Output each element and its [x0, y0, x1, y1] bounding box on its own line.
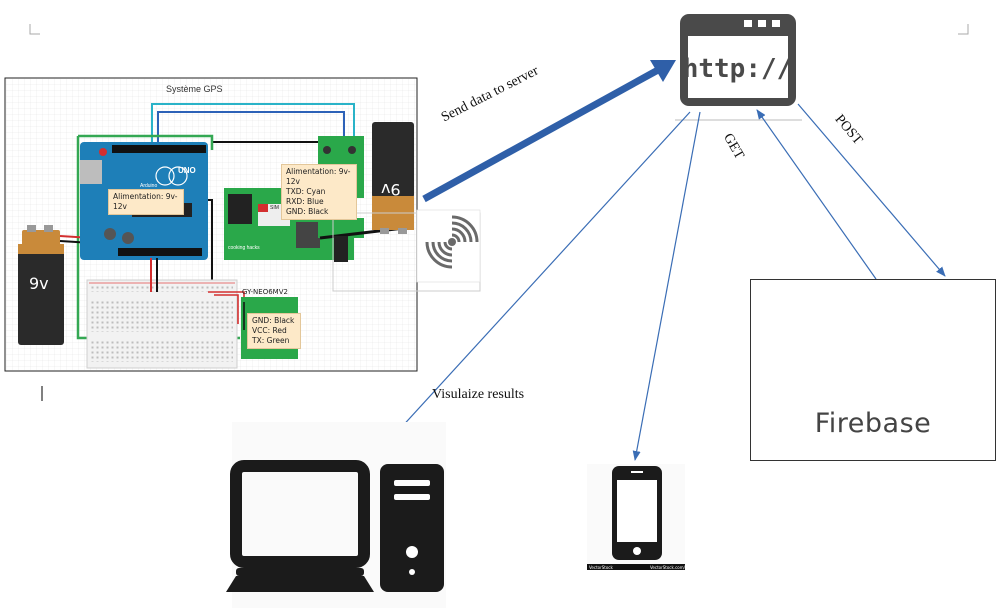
page-corner-marks [29, 24, 969, 35]
circuit-title: Système GPS [166, 84, 223, 94]
gps-note: GND: Black VCC: Red TX: Green [247, 313, 301, 349]
battery-left-label: 9v [29, 274, 49, 293]
sim-label: SIM [270, 205, 279, 211]
arrow-get [756, 109, 877, 280]
gsm-brand-label: cooking hacks [228, 245, 260, 251]
arduino-power-note: Alimentation: 9v-12v [108, 189, 184, 215]
arduino-brand-label: Arduino [140, 183, 158, 189]
wire-blue [157, 111, 345, 150]
gsm-note: Alimentation: 9v-12v TXD: Cyan RXD: Blue… [281, 164, 357, 220]
battery-left [18, 225, 64, 345]
breadboard [86, 279, 238, 369]
battery-right [372, 122, 414, 234]
arrow-send-data [422, 60, 676, 203]
gps-note-line-1: GND: Black [252, 316, 295, 325]
phone-watermark-right: VectorStock.com/... [650, 565, 689, 570]
http-label-box: http:// [680, 14, 795, 106]
arrow-post [797, 103, 946, 277]
wire-cyan [151, 103, 355, 150]
arduino-power-note-line: Alimentation: 9v-12v [113, 192, 178, 211]
circuit-schematic [4, 77, 481, 372]
gps-note-line-3: TX: Green [252, 336, 290, 345]
desktop-computer-icon [226, 422, 446, 608]
battery-right-label: 9v [381, 180, 401, 199]
arrow-phone [632, 111, 701, 461]
firebase-box: Firebase [750, 279, 996, 461]
arduino-uno-label: UNO [178, 166, 196, 175]
arrow-visualize [365, 111, 691, 467]
gsm-note-line-3: RXD: Blue [286, 197, 324, 206]
http-label: http:// [682, 54, 793, 84]
gsm-note-line-1: Alimentation: 9v-12v [286, 167, 351, 186]
phone-watermark-left: VectorStock [589, 565, 613, 570]
http-server-icon [680, 14, 796, 106]
smartphone-icon [587, 464, 685, 570]
gsm-note-line-4: GND: Black [286, 207, 329, 216]
gsm-note-line-2: TXD: Cyan [286, 187, 326, 196]
gps-note-line-2: VCC: Red [252, 326, 287, 335]
label-visualize-results: Visulaize results [432, 387, 525, 402]
gps-module-title: GY-NEO6MV2 [242, 288, 288, 296]
firebase-label: Firebase [814, 408, 932, 439]
signal-icon [332, 209, 481, 292]
